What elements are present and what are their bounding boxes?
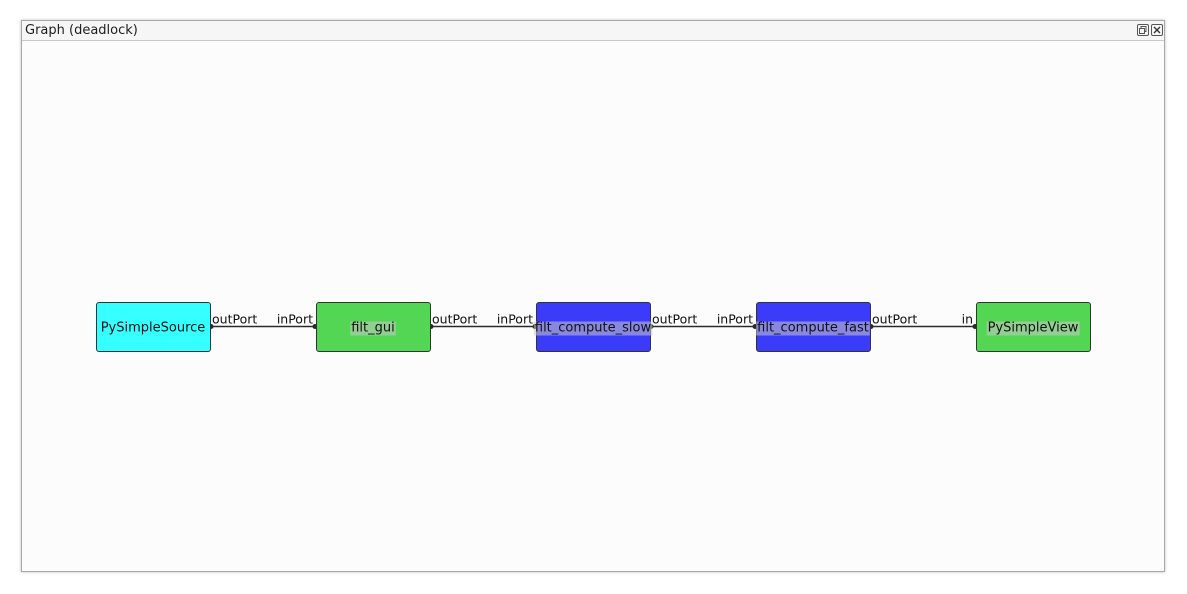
node-PySimpleView[interactable]: PySimpleView: [976, 302, 1091, 352]
edge-1[interactable]: outPort inPort: [428, 312, 538, 330]
node-label-highlight: [756, 321, 870, 336]
in-port-label: in: [962, 312, 973, 327]
close-window-icon[interactable]: [1151, 24, 1163, 36]
window-titlebar[interactable]: Graph (deadlock): [22, 21, 1164, 41]
window-title: Graph (deadlock): [25, 23, 138, 38]
edge-3[interactable]: outPort in: [868, 312, 978, 330]
out-port-label: outPort: [652, 312, 697, 327]
out-port-label: outPort: [432, 312, 477, 327]
node-filt_compute_slow[interactable]: filt_compute_slow: [533, 302, 653, 352]
node-PySimpleSource[interactable]: PySimpleSource: [96, 302, 211, 352]
node-box[interactable]: [96, 302, 211, 352]
node-label: PySimpleSource: [101, 321, 206, 336]
edge-0[interactable]: outPort inPort: [208, 312, 318, 330]
node-label-highlight: [533, 321, 653, 336]
in-port-label: inPort: [717, 312, 753, 327]
node-label-highlight: [986, 321, 1080, 336]
node-label: filt_compute_slow: [535, 321, 652, 336]
node-label: filt_compute_fast: [757, 321, 869, 336]
node-filt_gui[interactable]: filt_gui: [316, 302, 431, 352]
node-label: PySimpleView: [988, 321, 1079, 336]
node-filt_compute_fast[interactable]: filt_compute_fast: [756, 302, 871, 352]
float-window-icon[interactable]: [1137, 24, 1149, 36]
node-label: filt_gui: [351, 321, 395, 336]
in-port-label: inPort: [277, 312, 313, 327]
in-port-label: inPort: [497, 312, 533, 327]
node-label-highlight: [350, 321, 396, 336]
edge-2[interactable]: outPort inPort: [648, 312, 758, 330]
out-port-label: outPort: [212, 312, 257, 327]
out-port-label: outPort: [872, 312, 917, 327]
